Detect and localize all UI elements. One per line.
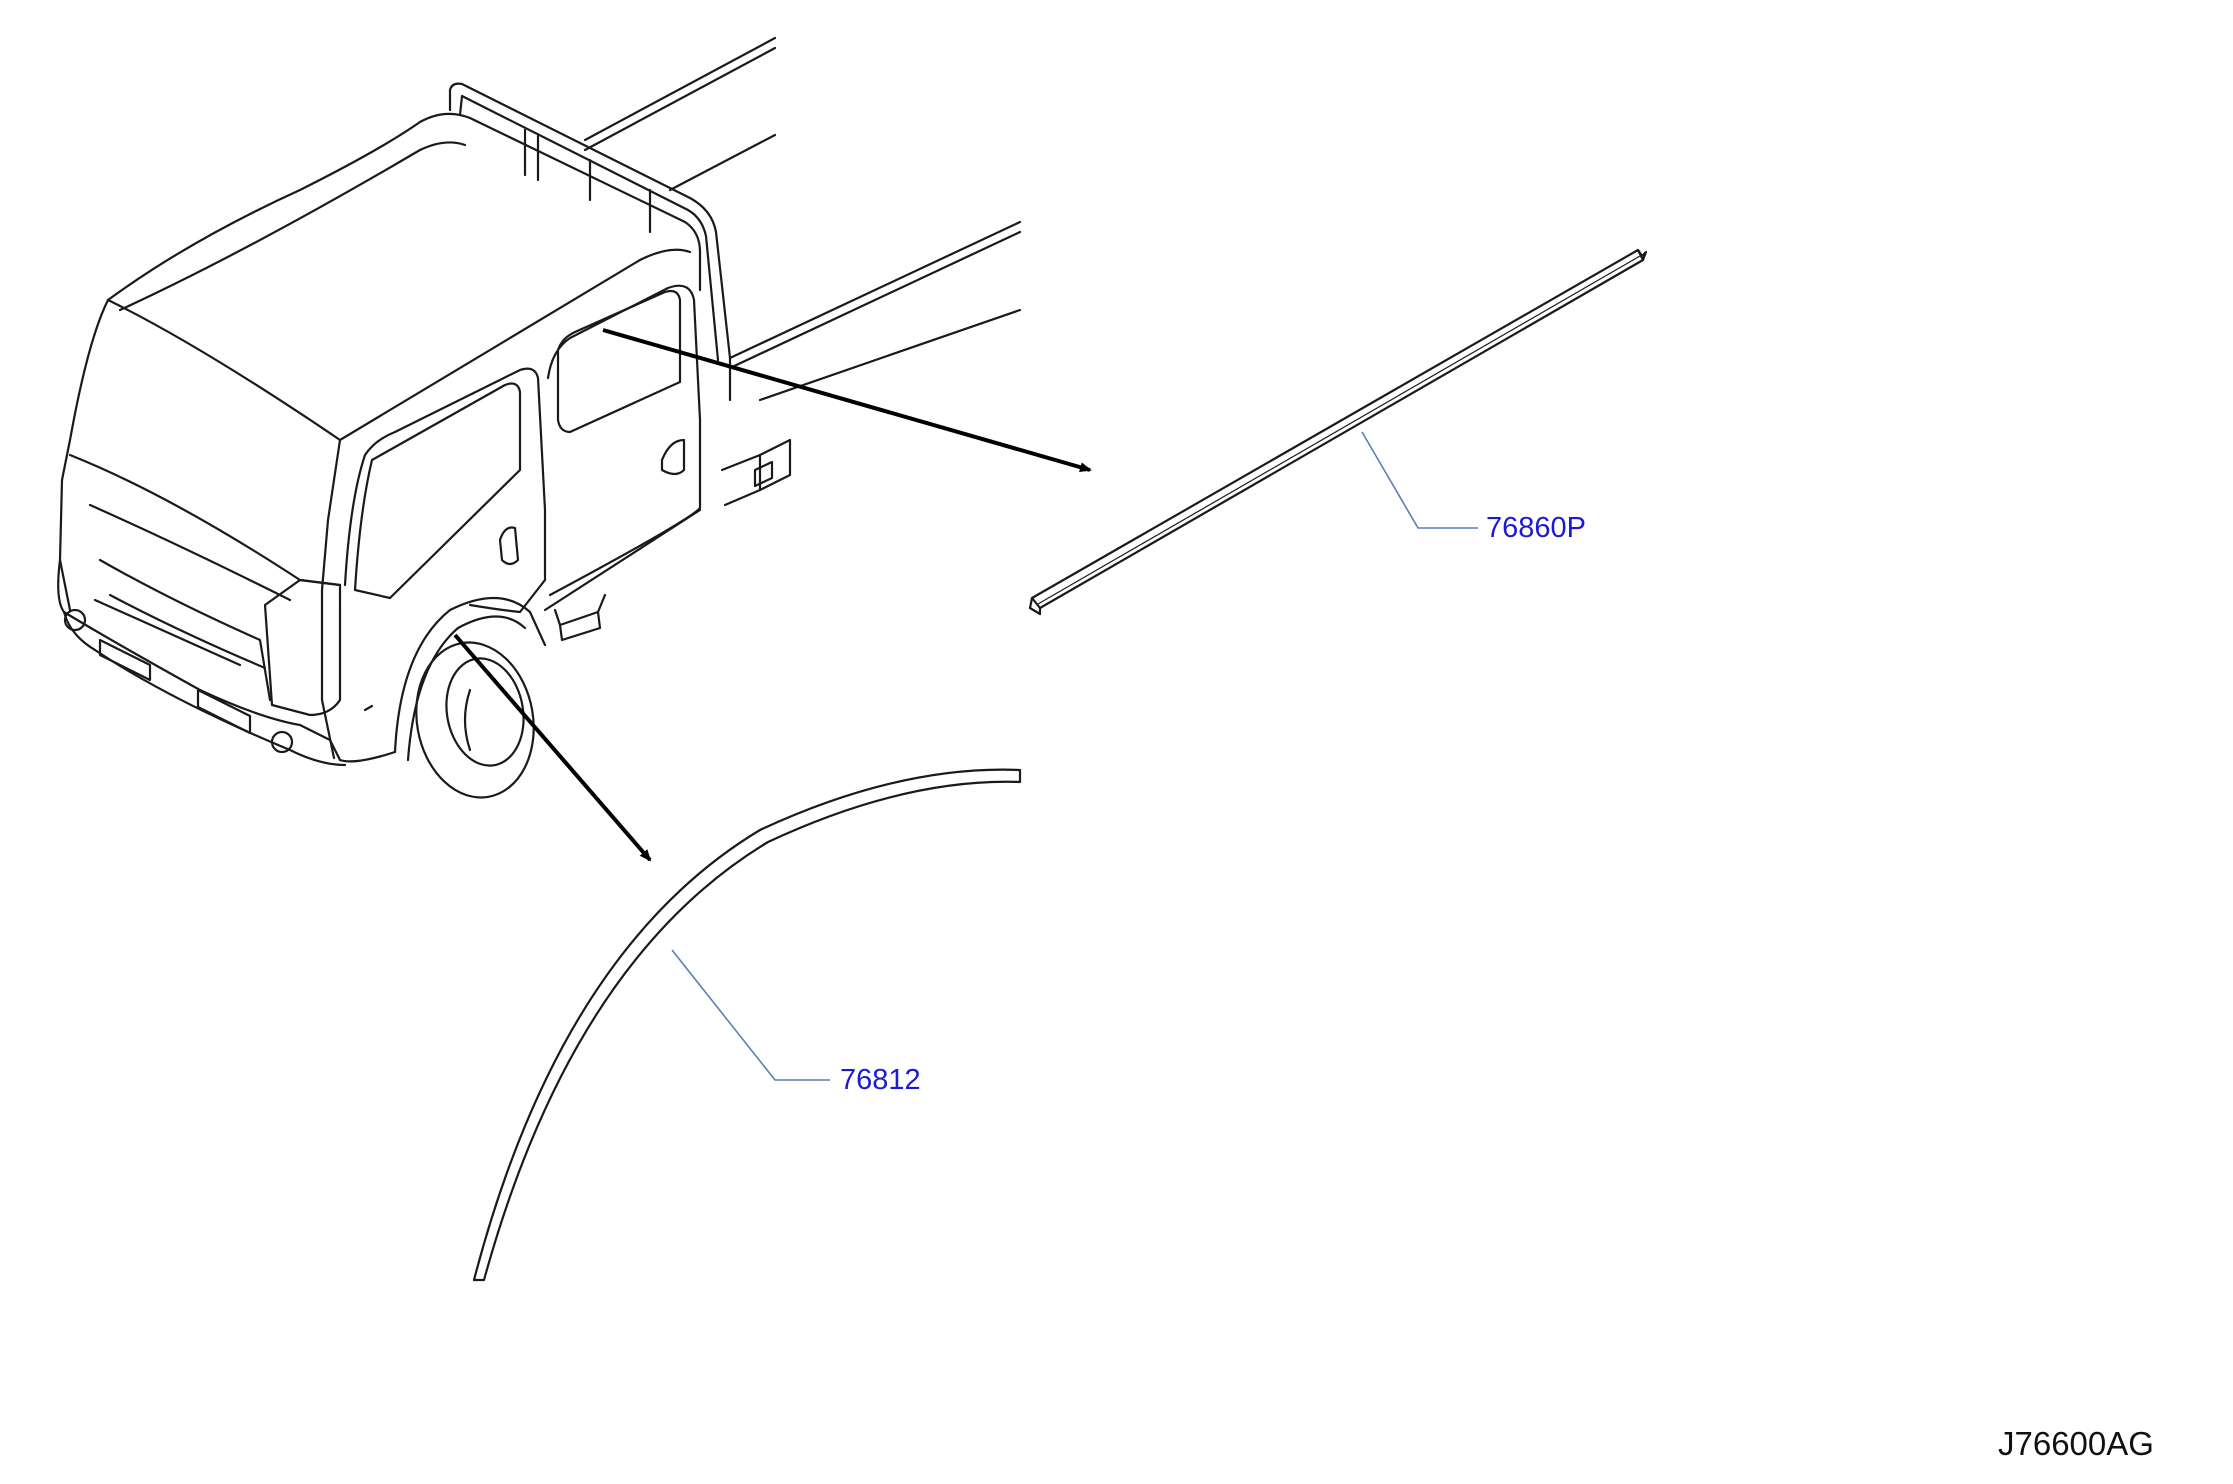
- cargo-bed-rail: [728, 230, 1022, 370]
- front-door: [343, 367, 547, 614]
- front-door-handle: [498, 526, 520, 566]
- cab-front-edge: [320, 438, 342, 760]
- cab-step: [553, 593, 607, 627]
- chassis-member: [758, 438, 792, 492]
- fog-lamp: [63, 608, 87, 632]
- wheel-arch: [393, 596, 547, 754]
- cab-grille: [98, 558, 272, 702]
- chassis-member: [720, 453, 762, 507]
- cab-roof-line: [106, 298, 342, 442]
- license-slot: [98, 638, 152, 682]
- cab-roof: [106, 112, 702, 302]
- headboard-frame: [458, 94, 720, 362]
- moulding-76812-illustration: [472, 768, 1022, 1282]
- rear-door-window: [556, 289, 682, 434]
- fog-lamp: [270, 730, 294, 754]
- front-wheel-hub-detail: [463, 688, 472, 752]
- cab-grille-bar: [108, 593, 267, 670]
- leader-line-76812: [671, 949, 830, 1081]
- cab-roof-ridge: [118, 141, 467, 312]
- tail-marker: [753, 460, 774, 488]
- cab-front: [58, 298, 110, 612]
- arrow-to-76860p: [602, 328, 1092, 473]
- moulding-76860p-illustration: [1028, 248, 1648, 616]
- truck-illustration: [57, 36, 1022, 799]
- front-bumper-lower: [62, 610, 347, 767]
- diagram-code: J76600AG: [1998, 1425, 2154, 1462]
- part-label-76812[interactable]: 76812: [840, 1064, 921, 1096]
- headboard-frame: [448, 82, 732, 402]
- arrow-to-76812: [453, 633, 652, 862]
- front-door-window: [353, 382, 522, 600]
- fog-slot: [196, 688, 252, 735]
- cargo-bed-rail: [583, 36, 777, 142]
- rear-door-handle: [660, 438, 686, 476]
- headlamp: [263, 578, 342, 717]
- cargo-bed-rail: [728, 220, 1022, 360]
- cab-windshield-top: [68, 453, 342, 587]
- cab-grille-lower: [93, 598, 242, 667]
- cargo-bed-rail: [668, 133, 777, 192]
- cab-windshield-bottom: [88, 503, 292, 602]
- part-label-76860p[interactable]: 76860P: [1486, 512, 1586, 544]
- cargo-bed-rail: [583, 46, 777, 152]
- cab-roof-edge: [338, 248, 692, 442]
- cab-step-lower: [558, 610, 602, 642]
- lower-body-line: [543, 508, 702, 612]
- lower-body-line: [338, 750, 397, 763]
- wheel-arch-inner: [406, 615, 527, 762]
- cargo-bed-rail: [758, 308, 1022, 402]
- leader-line-76860p: [1361, 431, 1478, 529]
- front-bumper: [57, 558, 342, 762]
- side-marker: [363, 704, 374, 712]
